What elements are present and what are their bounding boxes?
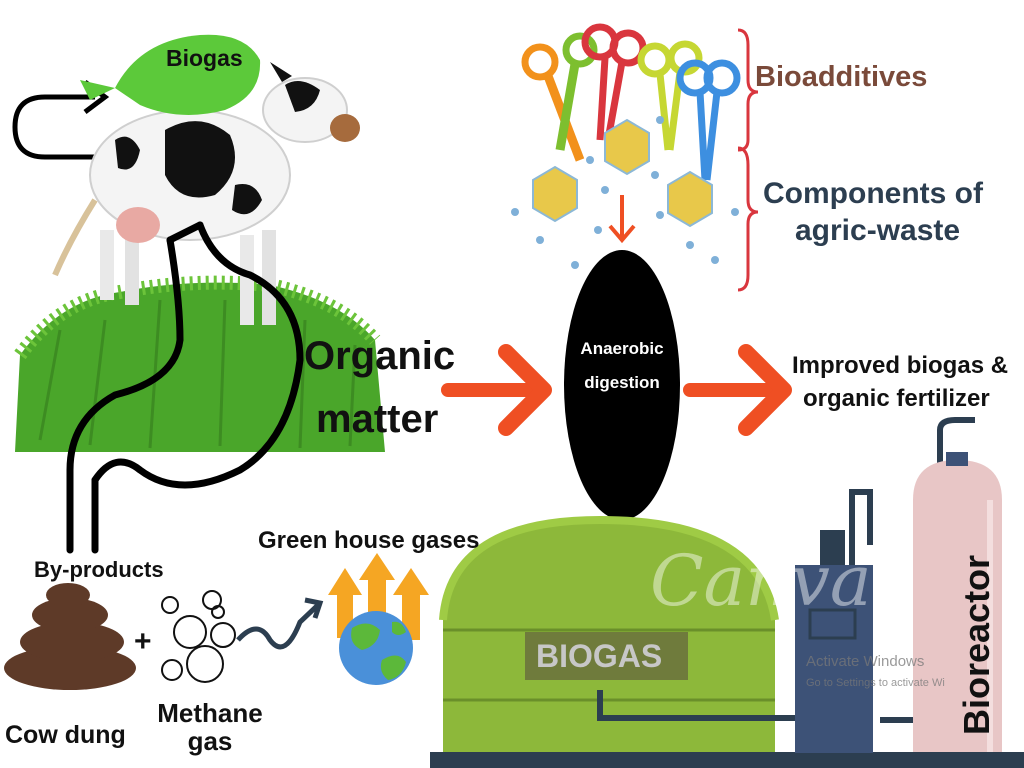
brace-bioadditives [737, 28, 759, 152]
arrow-to-outputs-icon [683, 344, 792, 436]
down-arrow-icon [608, 195, 636, 244]
methane-label-line1: Methane [157, 698, 263, 728]
bubbles-icon [161, 590, 236, 683]
tank-label: BIOGAS [536, 638, 663, 674]
activate-windows-title: Activate Windows [806, 653, 925, 670]
balloon-label: Biogas [166, 45, 243, 71]
plus-sign: + [134, 625, 152, 658]
by-products-label: By-products [34, 557, 164, 582]
pipe-network [597, 417, 975, 723]
dung-icon [4, 583, 136, 690]
anaerobic-digestion-oval [564, 250, 680, 520]
anaerobic-label-line1: Anaerobic [580, 339, 664, 358]
improved-label-line1: Improved biogas & [792, 352, 1009, 379]
ghg-label: Green house gases [258, 527, 480, 554]
arrow-to-digestion-icon [441, 344, 552, 436]
activate-windows-subtitle: Go to Settings to activate Wi [806, 677, 945, 689]
improved-label-line2: organic fertilizer [803, 385, 990, 412]
scissors-icon [521, 23, 741, 181]
biogas-tank-icon [430, 515, 1024, 768]
organic-label-line2: matter [316, 397, 439, 441]
balloon-icon [80, 34, 261, 115]
anaerobic-label-line2: digestion [584, 373, 660, 392]
earth-icon [339, 611, 413, 685]
cow-icon [52, 62, 360, 325]
cow-dung-label: Cow dung [5, 721, 126, 749]
brand-watermark: Canva [650, 540, 872, 622]
bioadditives-label: Bioadditives [755, 61, 928, 93]
bioreactor-label: Bioreactor [956, 554, 997, 735]
methane-label-line2: gas [187, 726, 233, 756]
organic-label-line1: Organic [304, 334, 456, 378]
stomach-outline-icon [66, 221, 304, 554]
wave-arrow-icon [236, 603, 320, 650]
components-label-line2: agric-waste [795, 214, 961, 247]
control-unit-icon [795, 530, 873, 753]
bioreactor-icon [913, 452, 1002, 752]
brace-components [737, 146, 759, 292]
components-label-line1: Components of [763, 177, 983, 210]
molecule-icon [511, 116, 739, 269]
